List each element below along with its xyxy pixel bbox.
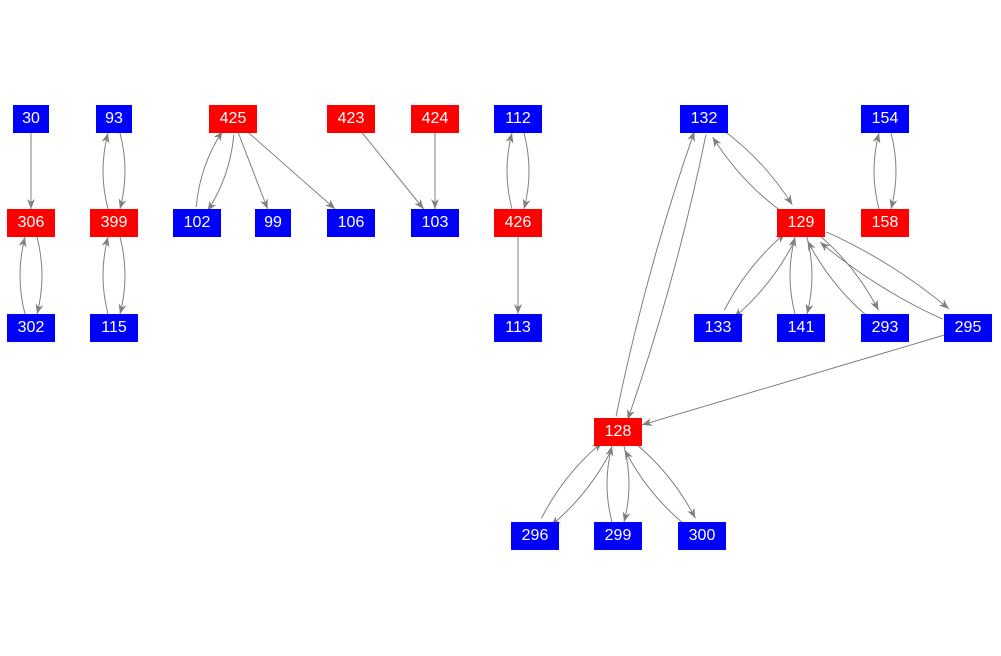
node-425[interactable]: 425 bbox=[209, 105, 257, 133]
edge-296-to-128 bbox=[541, 441, 603, 519]
node-113[interactable]: 113 bbox=[494, 314, 542, 342]
edge-115-to-399 bbox=[101, 236, 110, 315]
edge-399-to-115 bbox=[118, 236, 127, 315]
edge-300-to-128 bbox=[624, 449, 687, 527]
edge-425-to-102 bbox=[207, 134, 235, 212]
node-129[interactable]: 129 bbox=[777, 209, 825, 237]
edge-299-to-128 bbox=[605, 445, 614, 523]
edge-425-to-99 bbox=[237, 132, 269, 210]
node-154[interactable]: 154 bbox=[861, 105, 909, 133]
node-299[interactable]: 299 bbox=[594, 522, 642, 550]
edge-128-to-296 bbox=[550, 449, 612, 527]
edge-133-to-129 bbox=[723, 232, 786, 311]
node-423[interactable]: 423 bbox=[327, 105, 375, 133]
edge-158-to-154 bbox=[872, 132, 881, 210]
node-295[interactable]: 295 bbox=[944, 314, 992, 342]
node-132[interactable]: 132 bbox=[680, 105, 728, 133]
node-158[interactable]: 158 bbox=[861, 209, 909, 237]
node-115[interactable]: 115 bbox=[90, 314, 138, 342]
node-300[interactable]: 300 bbox=[678, 522, 726, 550]
edge-129-to-133 bbox=[733, 240, 796, 319]
node-302[interactable]: 302 bbox=[7, 314, 55, 342]
edge-293-to-129 bbox=[807, 240, 870, 319]
node-103[interactable]: 103 bbox=[411, 209, 459, 237]
node-106[interactable]: 106 bbox=[327, 209, 375, 237]
node-306[interactable]: 306 bbox=[7, 209, 55, 237]
edge-112-to-426 bbox=[522, 132, 531, 210]
edge-154-to-158 bbox=[889, 132, 898, 210]
edge-128-to-132 bbox=[615, 131, 695, 417]
edge-302-to-306 bbox=[18, 236, 27, 315]
edge-423-to-103 bbox=[361, 132, 425, 210]
edge-295-to-129 bbox=[819, 241, 943, 320]
edge-132-to-129 bbox=[721, 128, 793, 206]
edge-129-to-293 bbox=[816, 232, 879, 311]
node-133[interactable]: 133 bbox=[694, 314, 742, 342]
node-30[interactable]: 30 bbox=[13, 105, 49, 133]
edge-426-to-112 bbox=[505, 132, 514, 210]
node-112[interactable]: 112 bbox=[494, 105, 542, 133]
node-296[interactable]: 296 bbox=[511, 522, 559, 550]
node-426[interactable]: 426 bbox=[494, 209, 542, 237]
node-293[interactable]: 293 bbox=[861, 314, 909, 342]
node-93[interactable]: 93 bbox=[96, 105, 132, 133]
node-102[interactable]: 102 bbox=[173, 209, 221, 237]
edge-132-to-128 bbox=[627, 134, 707, 420]
node-99[interactable]: 99 bbox=[255, 209, 291, 237]
edge-102-to-425 bbox=[195, 130, 223, 208]
edge-295-to-128 bbox=[641, 334, 945, 426]
node-128[interactable]: 128 bbox=[594, 418, 642, 446]
edge-399-to-93 bbox=[101, 132, 110, 210]
edge-93-to-399 bbox=[118, 132, 127, 210]
edge-306-to-302 bbox=[35, 236, 44, 315]
node-424[interactable]: 424 bbox=[411, 105, 459, 133]
node-399[interactable]: 399 bbox=[90, 209, 138, 237]
edge-129-to-295 bbox=[826, 231, 950, 310]
edge-425-to-106 bbox=[248, 132, 336, 210]
node-141[interactable]: 141 bbox=[777, 314, 825, 342]
edge-141-to-129 bbox=[788, 236, 797, 315]
edge-129-to-132 bbox=[712, 136, 784, 214]
edge-128-to-300 bbox=[633, 441, 696, 519]
